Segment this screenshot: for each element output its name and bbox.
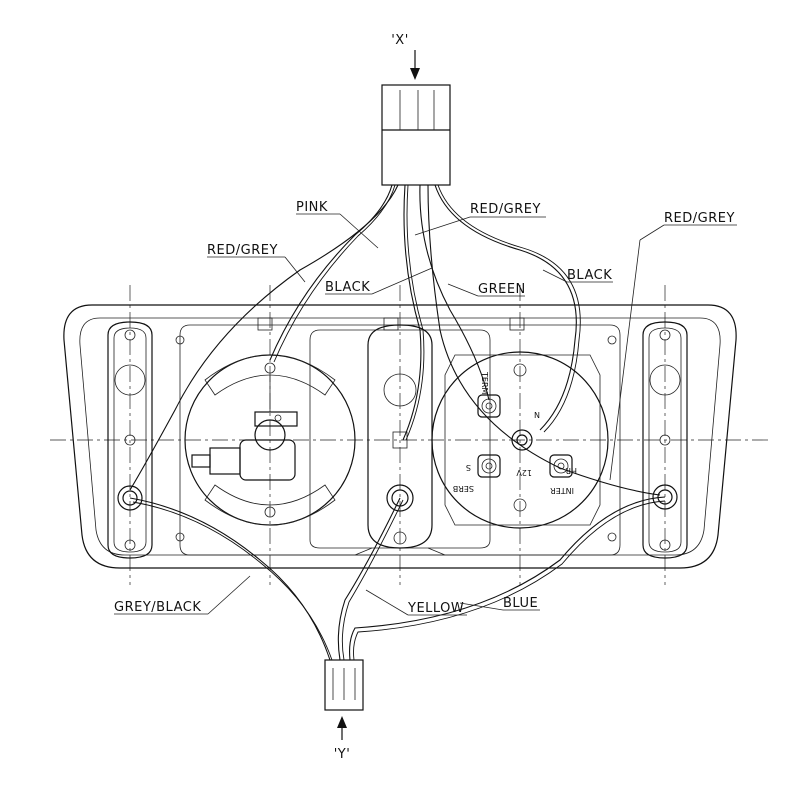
left-mount-slot (107, 321, 185, 559)
n-terminal (511, 429, 533, 451)
panel-housing (63, 304, 737, 569)
connector-y: 'Y' (324, 659, 364, 762)
connector-x: 'X' (381, 33, 451, 186)
wire-label-red-grey-right: RED/GREY (664, 211, 735, 226)
wire-labels: PINK RED/GREY RED/GREY RED/GREY BLACK GR… (114, 200, 737, 616)
wire-label-grey-black: GREY/BLACK (114, 600, 201, 615)
wire-label-yellow: YELLOW (407, 601, 464, 616)
connector-y-label: 'Y' (334, 747, 351, 762)
connector-x-label: 'X' (391, 33, 409, 48)
left-gauge (184, 354, 356, 526)
wire-label-red-grey-top: RED/GREY (470, 202, 541, 217)
v12-label: 12V (516, 468, 532, 477)
wire-label-black-right: BLACK (567, 268, 612, 283)
wire-label-black-centre: BLACK (325, 280, 370, 295)
hr-label: HR (565, 466, 577, 475)
s-label: S (466, 463, 471, 472)
wire-label-blue: BLUE (503, 596, 538, 611)
wire-label-pink: PINK (296, 200, 328, 215)
term-terminal (477, 394, 501, 418)
n-label: N (534, 411, 540, 420)
wires-y (129, 496, 666, 661)
wires-x (129, 184, 661, 496)
s-terminal (477, 454, 501, 478)
hr-terminal (549, 454, 573, 478)
right-mount-slot (607, 321, 688, 559)
wire-label-green: GREEN (478, 282, 526, 297)
serb-label: SERB (453, 484, 474, 493)
inter-label: INTER (550, 486, 574, 495)
wire-label-red-grey-left: RED/GREY (207, 243, 278, 258)
